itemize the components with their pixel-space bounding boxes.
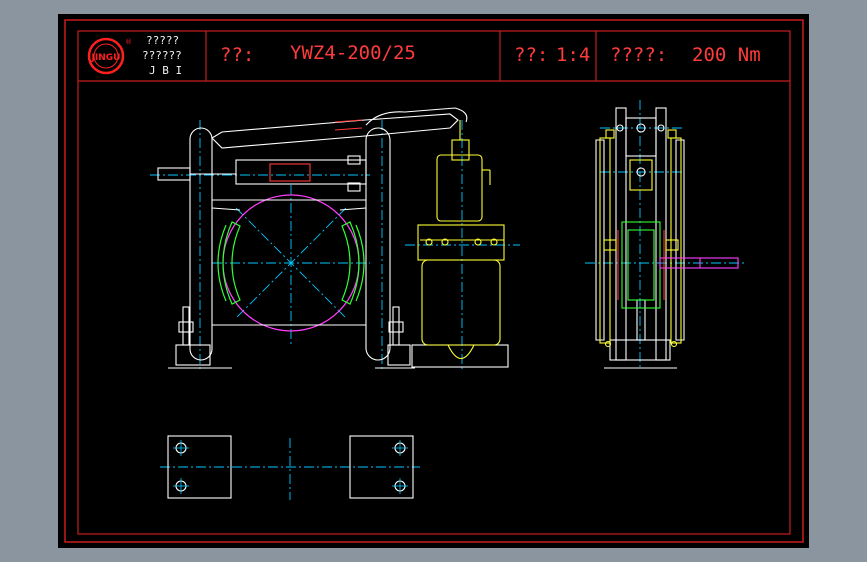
base-plate-view (160, 435, 420, 500)
company-name-line3: J B I (149, 64, 183, 77)
scale-value: 1:4 (556, 44, 591, 66)
brake-frame (157, 107, 509, 369)
brake-shoes (217, 221, 365, 305)
model-value: YWZ4-200/25 (290, 42, 416, 64)
hydraulic-thruster (417, 120, 505, 360)
torque-value: 200 Nm (692, 44, 761, 66)
base-plate-left (167, 435, 232, 499)
company-logo: JINGU ® (87, 37, 132, 75)
scale-label: ??: (514, 44, 549, 66)
side-shaft (659, 257, 739, 269)
drawing-sheet (58, 14, 809, 548)
model-label: ??: (220, 44, 255, 66)
company-name-line1: ????? (146, 34, 180, 47)
logo-text: JINGU (91, 53, 121, 63)
side-view (585, 100, 745, 370)
base-plate-right (349, 435, 414, 499)
torque-label: ????: (610, 44, 668, 66)
inner-border (77, 30, 791, 535)
company-name-line2: ?????? (142, 49, 182, 62)
side-thruster (599, 129, 682, 348)
registered-mark: ® (125, 38, 132, 46)
title-block (78, 31, 790, 82)
outer-border (64, 19, 804, 543)
front-view (150, 107, 520, 370)
